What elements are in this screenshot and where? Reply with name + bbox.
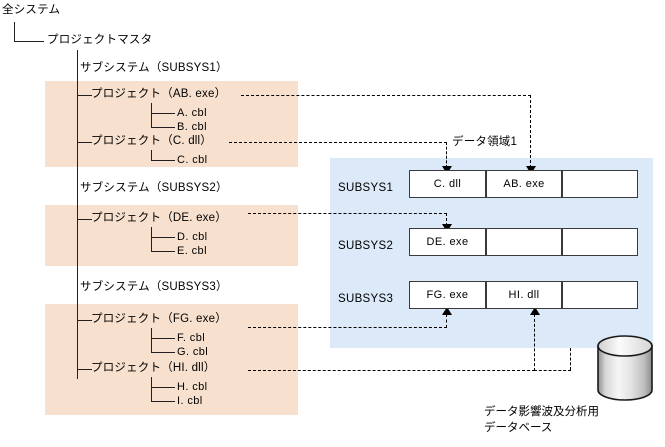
tree-master-label: プロジェクトマスタ	[47, 34, 153, 46]
database-caption: データ影響波及分析用 データベース	[484, 404, 599, 436]
database-caption-line2: データベース	[484, 422, 553, 434]
connector-database-vertical	[570, 348, 571, 370]
connector-de-exe-horizontal	[248, 213, 447, 214]
tree-line-file-b	[151, 127, 175, 128]
tree-line-file-c	[151, 160, 175, 161]
tree-line-file-e	[151, 251, 175, 252]
data-cell-r3c3[interactable]	[562, 281, 638, 309]
project-label-c: プロジェクト（C. dll）	[91, 135, 212, 147]
file-label-a-cbl: A. cbl	[177, 107, 207, 119]
connector-fg-exe-horizontal	[248, 327, 447, 328]
tree-line-fg-children-spine	[151, 328, 152, 353]
subsystem-label-3: サブシステム（SUBSYS3）	[80, 281, 228, 293]
tree-line-de-children-spine	[151, 227, 152, 252]
tree-root-label: 全システム	[2, 4, 61, 16]
file-label-c-cbl: C. cbl	[177, 154, 208, 166]
subsystem-group-box-2	[45, 205, 298, 266]
project-label-ab: プロジェクト（AB. exe）	[91, 88, 227, 100]
project-label-hi: プロジェクト（HI. dll）	[91, 362, 216, 374]
file-label-g-cbl: G. cbl	[177, 346, 209, 358]
subsystem-group-box-3	[45, 304, 298, 415]
connector-c-dll-vertical	[446, 142, 447, 168]
connector-fg-exe-vertical	[446, 314, 447, 328]
data-row-label-subsys2: SUBSYS2	[338, 240, 394, 252]
tree-line-master-spine	[77, 50, 78, 379]
subsystem-label-1: サブシステム（SUBSYS1）	[80, 62, 228, 74]
tree-line-file-i	[151, 401, 175, 402]
tree-line-project-fg	[77, 320, 92, 321]
data-cell-r2c3[interactable]	[562, 228, 638, 256]
data-cell-r3c1[interactable]: FG. exe	[409, 281, 486, 309]
tree-line-file-f	[151, 338, 175, 339]
tree-line-root-vertical	[14, 22, 15, 42]
data-row-subsys1: C. dll AB. exe	[409, 170, 638, 198]
subsystem-label-2: サブシステム（SUBSYS2）	[80, 182, 228, 194]
data-cell-r1c3[interactable]	[562, 170, 638, 198]
connector-hi-dll-horizontal	[248, 370, 535, 371]
tree-line-file-g	[151, 352, 175, 353]
data-cell-r1c2[interactable]: AB. exe	[486, 170, 562, 198]
file-label-i-cbl: I. cbl	[177, 395, 203, 407]
data-cell-r2c2[interactable]	[486, 228, 562, 256]
tree-line-c-children-spine	[151, 150, 152, 161]
data-row-subsys2: DE. exe	[409, 228, 638, 256]
data-cell-r3c2[interactable]: HI. dll	[486, 281, 562, 309]
tree-line-file-d	[151, 237, 175, 238]
connector-fg-exe-arrowhead	[442, 307, 452, 315]
project-label-fg: プロジェクト（FG. exe）	[91, 313, 227, 325]
connector-hi-dll-vertical	[534, 314, 535, 371]
tree-line-ab-children-spine	[151, 103, 152, 128]
data-cell-r2c1[interactable]: DE. exe	[409, 228, 486, 256]
tree-line-project-hi	[77, 369, 92, 370]
connector-de-exe-vertical	[446, 213, 447, 226]
connector-ab-exe-vertical	[530, 95, 531, 168]
project-label-de: プロジェクト（DE. exe）	[91, 212, 227, 224]
tree-line-hi-children-spine	[151, 377, 152, 402]
data-row-subsys3: FG. exe HI. dll	[409, 281, 638, 309]
connector-hi-dll-arrowhead	[530, 307, 540, 315]
database-caption-line1: データ影響波及分析用	[484, 406, 599, 418]
tree-line-file-h	[151, 387, 175, 388]
tree-line-root-horizontal	[14, 41, 44, 42]
tree-line-project-c	[77, 142, 92, 143]
connector-database-horizontal	[534, 370, 571, 371]
data-cell-r1c1[interactable]: C. dll	[409, 170, 486, 198]
file-label-e-cbl: E. cbl	[177, 245, 207, 257]
data-row-label-subsys1: SUBSYS1	[338, 182, 394, 194]
tree-line-project-de	[77, 219, 92, 220]
connector-c-dll-horizontal	[229, 142, 447, 143]
file-label-b-cbl: B. cbl	[177, 121, 207, 133]
file-label-h-cbl: H. cbl	[177, 381, 208, 393]
tree-line-project-ab	[77, 95, 92, 96]
database-cylinder-icon	[597, 335, 653, 401]
tree-line-file-a	[151, 113, 175, 114]
file-label-f-cbl: F. cbl	[177, 332, 206, 344]
data-area-title: データ領域1	[452, 136, 518, 148]
data-row-label-subsys3: SUBSYS3	[338, 293, 394, 305]
file-label-d-cbl: D. cbl	[177, 231, 208, 243]
connector-ab-exe-horizontal	[241, 95, 531, 96]
